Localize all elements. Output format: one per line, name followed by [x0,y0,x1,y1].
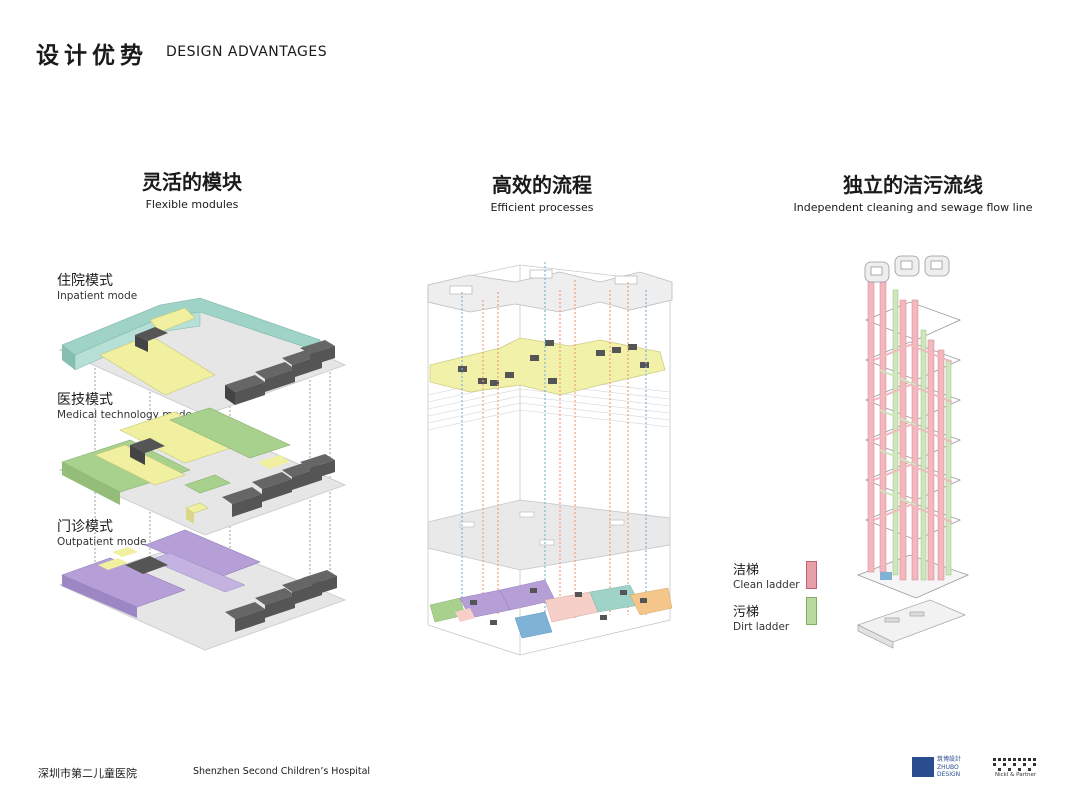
floor-corridors [873,343,953,523]
footer-hospital-name: 深圳市第二儿童医院 [38,767,137,780]
column-title-efficient-processes: 高效的流程 [492,173,592,197]
legend-label-dirt: 污梯 [733,605,760,620]
column-subtitle-flexible-modules: Flexible modules [145,198,239,211]
mode-label-inpatient: 住院模式 [57,273,113,289]
mode-label-outpatient: 门诊模式 [57,519,113,535]
legend-label-dirt-en: Dirt ladder [733,621,790,633]
zhubo-logo-text-en: ZHUBO DESIGN [937,764,961,778]
zhubo-logo-text-cn: 筑博設計 [937,756,962,763]
clean-ladder-shafts [867,281,945,581]
podium-slab [427,499,671,571]
legend-swatch-dirt [806,597,817,625]
base-plan [856,599,967,649]
footer-hospital-name-en: Shenzhen Second Children’s Hospital [193,766,371,777]
mode-label-outpatient-en: Outpatient mode [57,536,147,548]
legend-label-clean-en: Clean ladder [733,579,800,591]
roof-slabs [427,269,673,313]
outpatient-floor [58,529,347,651]
medtech-floor [58,407,347,536]
page-title-en: DESIGN ADVANTAGES [166,44,328,60]
column-title-independent-flow: 独立的洁污流线 [843,173,983,197]
column-subtitle-independent-flow: Independent cleaning and sewage flow lin… [793,201,1033,214]
zhubo-logo-mark [912,757,934,777]
nickl-logo-mark [993,758,1036,771]
ground-floor-departments [429,579,673,639]
page-title: 设计优势 [36,43,148,69]
column-subtitle-efficient-processes: Efficient processes [490,201,594,214]
rooftop-cores [864,255,950,283]
column-title-flexible-modules: 灵活的模块 [142,170,242,194]
legend-label-clean: 洁梯 [733,563,760,578]
medtech-level [429,337,666,396]
mode-label-inpatient-en: Inpatient mode [57,290,138,302]
mode-label-medtech: 医技模式 [57,392,113,408]
legend-swatch-clean [806,561,817,589]
inpatient-floor [58,297,347,416]
nickl-logo-text: Nickl & Partner [995,772,1037,778]
dirt-ladder-shafts [892,289,952,581]
